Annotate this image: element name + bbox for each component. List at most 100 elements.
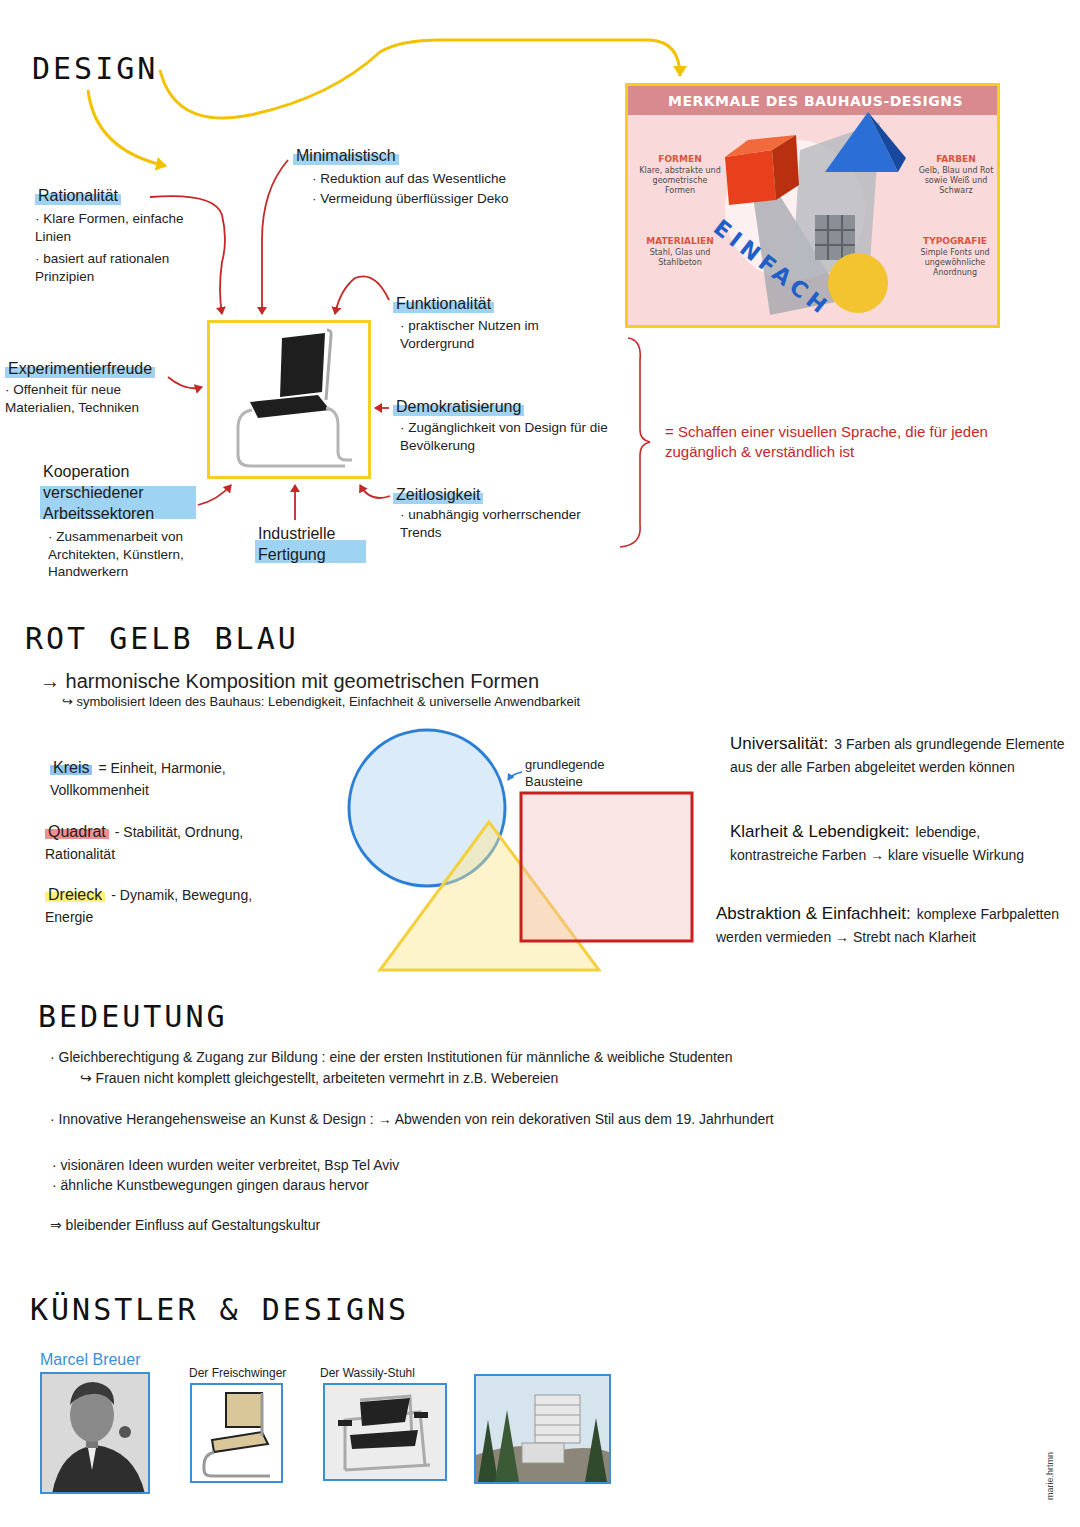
feature-heading: FORMEN — [638, 154, 722, 165]
leader-arrow — [168, 377, 202, 388]
portrait-photo — [40, 1372, 150, 1494]
building-photo — [535, 1395, 580, 1443]
note-line: · Zugänglichkeit von Design für die Bevö… — [400, 419, 620, 454]
portrait-photo — [52, 1445, 145, 1494]
chair-photo — [226, 1393, 262, 1427]
leader-arrow — [198, 485, 231, 505]
keyword: Industrielle Fertigung — [255, 524, 366, 566]
steel-part — [815, 215, 855, 260]
leader-arrow — [508, 772, 522, 780]
note-line: · Klare Formen, einfache Linien — [35, 210, 215, 245]
curly-bracket — [620, 338, 650, 547]
building-photo — [585, 1418, 607, 1482]
leader-arrow — [335, 276, 389, 314]
leader-arrow — [360, 485, 390, 498]
portrait-photo — [88, 1448, 96, 1470]
keyword: Funktionalität — [393, 294, 494, 315]
color-principle: Klarheit & Lebendigkeit: — [730, 822, 910, 841]
note-line: ↪ symbolisiert Ideen des Bauhaus: Lebend… — [62, 694, 580, 711]
note-line: · Innovative Herangehensweise an Kunst &… — [50, 1110, 774, 1128]
feature-panel: MERKMALE DES BAUHAUS-DESIGNS FORMENKlare,… — [625, 83, 1000, 328]
feature-heading: FARBEN — [916, 154, 996, 165]
feature-text: Klare, abstrakte und geometrische Formen — [638, 166, 722, 196]
panel-word: EINFACH — [708, 214, 836, 322]
chair-tube — [238, 410, 345, 466]
color-principle: Universalität: — [730, 734, 828, 753]
leader-arrow — [294, 485, 296, 520]
note-line: · visionären Ideen wurden weiter verbrei… — [52, 1156, 399, 1174]
section-heading: KÜNSTLER & DESIGNS — [30, 1293, 409, 1326]
feature-text: Simple Fonts und ungewöhnliche Anordnung — [912, 248, 998, 278]
color-principle: Abstraktion & Einfachheit: — [716, 904, 911, 923]
blue-pyramid — [868, 112, 906, 172]
note-line: ↪ Frauen nicht komplett gleichgestellt, … — [80, 1069, 558, 1087]
keyword: Kooperation verschiedener Arbeitssektore… — [40, 462, 196, 524]
text-group: Quadrat- Stabilität, Ordnung, Rationalit… — [45, 821, 300, 864]
leader-arrow — [160, 40, 680, 118]
chair-photo — [360, 1398, 410, 1426]
section-heading: BEDEUTUNG — [38, 1000, 228, 1033]
building-photo — [495, 1410, 519, 1482]
leader-arrow — [375, 407, 389, 409]
note-line: · Gleichberechtigung & Zugang zur Bildun… — [50, 1048, 733, 1066]
photo-frame: Der Freischwinger — [190, 1383, 283, 1483]
text-group: Klarheit & Lebendigkeit:lebendige, kontr… — [730, 821, 1070, 866]
photo-frame: Marcel Breuer — [40, 1372, 150, 1494]
watermark: marie.hrtmn — [1045, 1452, 1057, 1500]
chair-photo — [323, 1383, 447, 1481]
keyword: Demokratisierung — [393, 397, 524, 418]
note-line: · Reduktion auf das Wesentliche — [312, 170, 506, 188]
keyword: Rationalität — [35, 186, 121, 207]
chair-tube — [326, 408, 352, 460]
note-line: · Zusammenarbeit von Architekten, Künstl… — [48, 528, 218, 581]
note-line: ⇒ bleibender Einfluss auf Gestaltungskul… — [50, 1216, 320, 1234]
chair-photo — [345, 1396, 430, 1470]
building-photo — [478, 1420, 498, 1482]
note-line: · basiert auf rationalen Prinzipien — [35, 250, 210, 285]
section-heading: ROT GELB BLAU — [25, 622, 299, 655]
yellow-circle — [828, 253, 888, 313]
text-group: Abstraktion & Einfachheit:komplexe Farbp… — [716, 903, 1071, 948]
note-line: · praktischer Nutzen im Vordergrund — [400, 317, 580, 352]
chair-photo — [350, 1430, 418, 1449]
chair-photo — [190, 1383, 283, 1483]
leader-arrow — [262, 160, 288, 314]
section-heading: DESIGN — [32, 52, 158, 85]
chair-photo — [204, 1393, 270, 1476]
chair-back — [280, 333, 325, 397]
building-photo — [535, 1405, 580, 1435]
panel-ground — [625, 83, 1000, 328]
text-group: Dreieck- Dynamik, Bewegung, Energie — [45, 884, 300, 927]
feature-text: Stahl, Glas und Stahlbeton — [634, 248, 726, 268]
keyword: Experimentierfreude — [5, 359, 155, 380]
shape-keyword: Quadrat — [45, 823, 109, 840]
text-group: Kreis= Einheit, Harmonie, Vollkommenheit — [50, 757, 305, 800]
keyword: Zeitlosigkeit — [393, 485, 483, 506]
shape-annotation: grundlegende Bausteine — [525, 757, 635, 791]
feature-heading: TYPOGRAFIE — [912, 236, 998, 247]
note-line: · unabhängig vorherrschender Trends — [400, 506, 600, 541]
shape-keyword: Kreis — [50, 759, 92, 776]
chair-seat — [250, 395, 330, 418]
portrait-photo — [119, 1426, 131, 1438]
keyword: Minimalistisch — [293, 146, 399, 167]
red-cube — [772, 135, 799, 200]
portrait-photo — [70, 1382, 114, 1405]
artist-name: Marcel Breuer — [40, 1350, 140, 1370]
leader-arrow — [88, 90, 166, 166]
text-group: Universalität:3 Farben als grundlegende … — [730, 733, 1070, 778]
chair-photo — [338, 1420, 352, 1426]
chair-frame — [209, 322, 370, 478]
shape-keyword: Dreieck — [45, 886, 105, 903]
photo-frame: Der Wassily-Stuhl — [323, 1383, 447, 1481]
design-name: Der Freischwinger — [189, 1366, 286, 1381]
square-shape — [521, 793, 692, 941]
steel-part — [815, 215, 855, 260]
note-line: · Vermeidung überflüssiger Deko — [312, 190, 509, 208]
panel-title: MERKMALE DES BAUHAUS-DESIGNS — [628, 93, 1003, 111]
note-line: · Offenheit für neue Materialien, Techni… — [5, 381, 185, 416]
design-name: Der Wassily-Stuhl — [320, 1366, 415, 1381]
building-photo — [522, 1443, 564, 1463]
chair-tube — [326, 330, 331, 400]
